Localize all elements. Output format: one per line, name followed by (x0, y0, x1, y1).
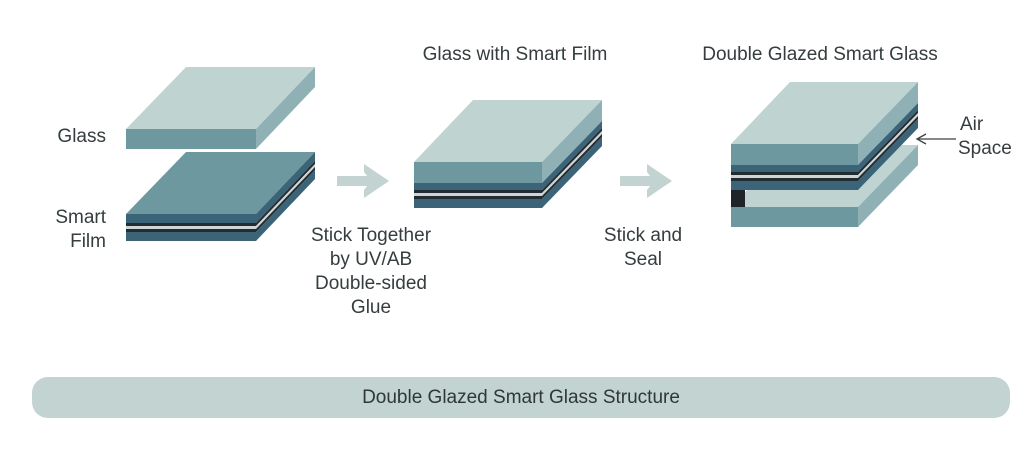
top-pane-side-glass (858, 82, 918, 165)
film-dark-line-2 (126, 229, 256, 232)
film-blue-layer-top (126, 214, 256, 223)
double-glazed-block (731, 82, 918, 227)
top-pane-side-dark-1 (858, 110, 918, 175)
glass-with-film-block (414, 100, 602, 208)
laminate-side-glass (542, 100, 602, 183)
top-pane-side-dark-2 (858, 116, 918, 181)
glass-side-face (256, 67, 315, 149)
top-pane-dark-2 (731, 178, 858, 181)
laminate-dark-2 (414, 196, 542, 199)
film-light-line (126, 226, 256, 229)
top-pane-side-light (858, 113, 918, 178)
step1-title: Glass with Smart Film (422, 44, 608, 65)
right-arrow-icon (337, 164, 389, 198)
structure-caption-bar: Double Glazed Smart Glass Structure (32, 377, 1010, 418)
right-arrow-icon (620, 164, 672, 198)
laminate-light (414, 193, 542, 196)
film-side-dark-1 (256, 161, 315, 226)
spacer-seal (731, 190, 745, 207)
film-blue-layer-bottom (126, 232, 256, 241)
smart-film-label: Smart Film (55, 207, 106, 252)
top-pane-side-blue-1 (858, 103, 918, 172)
smart-film-assembly (126, 152, 315, 241)
laminate-glass-front (414, 162, 542, 183)
pointer-arrow-icon (915, 133, 956, 145)
bottom-pane-side (858, 145, 918, 227)
laminate-side-dark-2 (542, 134, 602, 199)
laminate-blue-2 (414, 199, 542, 208)
film-side-blue-bottom (256, 170, 315, 241)
step2-title: Double Glazed Smart Glass (702, 44, 938, 65)
bottom-pane-front (731, 207, 858, 227)
top-pane-light (731, 175, 858, 178)
structure-caption: Double Glazed Smart Glass Structure (362, 386, 680, 408)
top-pane-glass-front (731, 144, 858, 165)
top-pane-blue-2 (731, 181, 858, 190)
top-pane-top (731, 82, 918, 144)
laminate-side-light (542, 131, 602, 196)
laminate-blue-1 (414, 183, 542, 190)
glass-front-face (126, 129, 256, 149)
laminate-dark-1 (414, 190, 542, 193)
laminate-side-dark-1 (542, 128, 602, 193)
top-pane-dark-1 (731, 172, 858, 175)
glass-top-face (126, 67, 315, 129)
film-side-dark-2 (256, 167, 315, 232)
laminate-side-blue-2 (542, 137, 602, 208)
top-pane-side-blue-2 (858, 119, 918, 190)
step2-process-label: Stick and Seal (603, 225, 683, 270)
step1-process-label: Stick Together by UV/AB Double-sided Glu… (310, 225, 432, 318)
laminate-side-blue-1 (542, 121, 602, 190)
diagram-artwork (126, 67, 956, 241)
separate-glass-pane (126, 67, 315, 149)
film-glass-top-face (126, 152, 315, 214)
laminate-top-face (414, 100, 602, 162)
glass-label: Glass (57, 126, 106, 147)
film-side-light (256, 164, 315, 229)
top-pane-blue-1 (731, 165, 858, 172)
film-dark-line-1 (126, 223, 256, 226)
film-side-blue-top (256, 152, 315, 223)
air-space-label: Air Space (958, 114, 1012, 159)
